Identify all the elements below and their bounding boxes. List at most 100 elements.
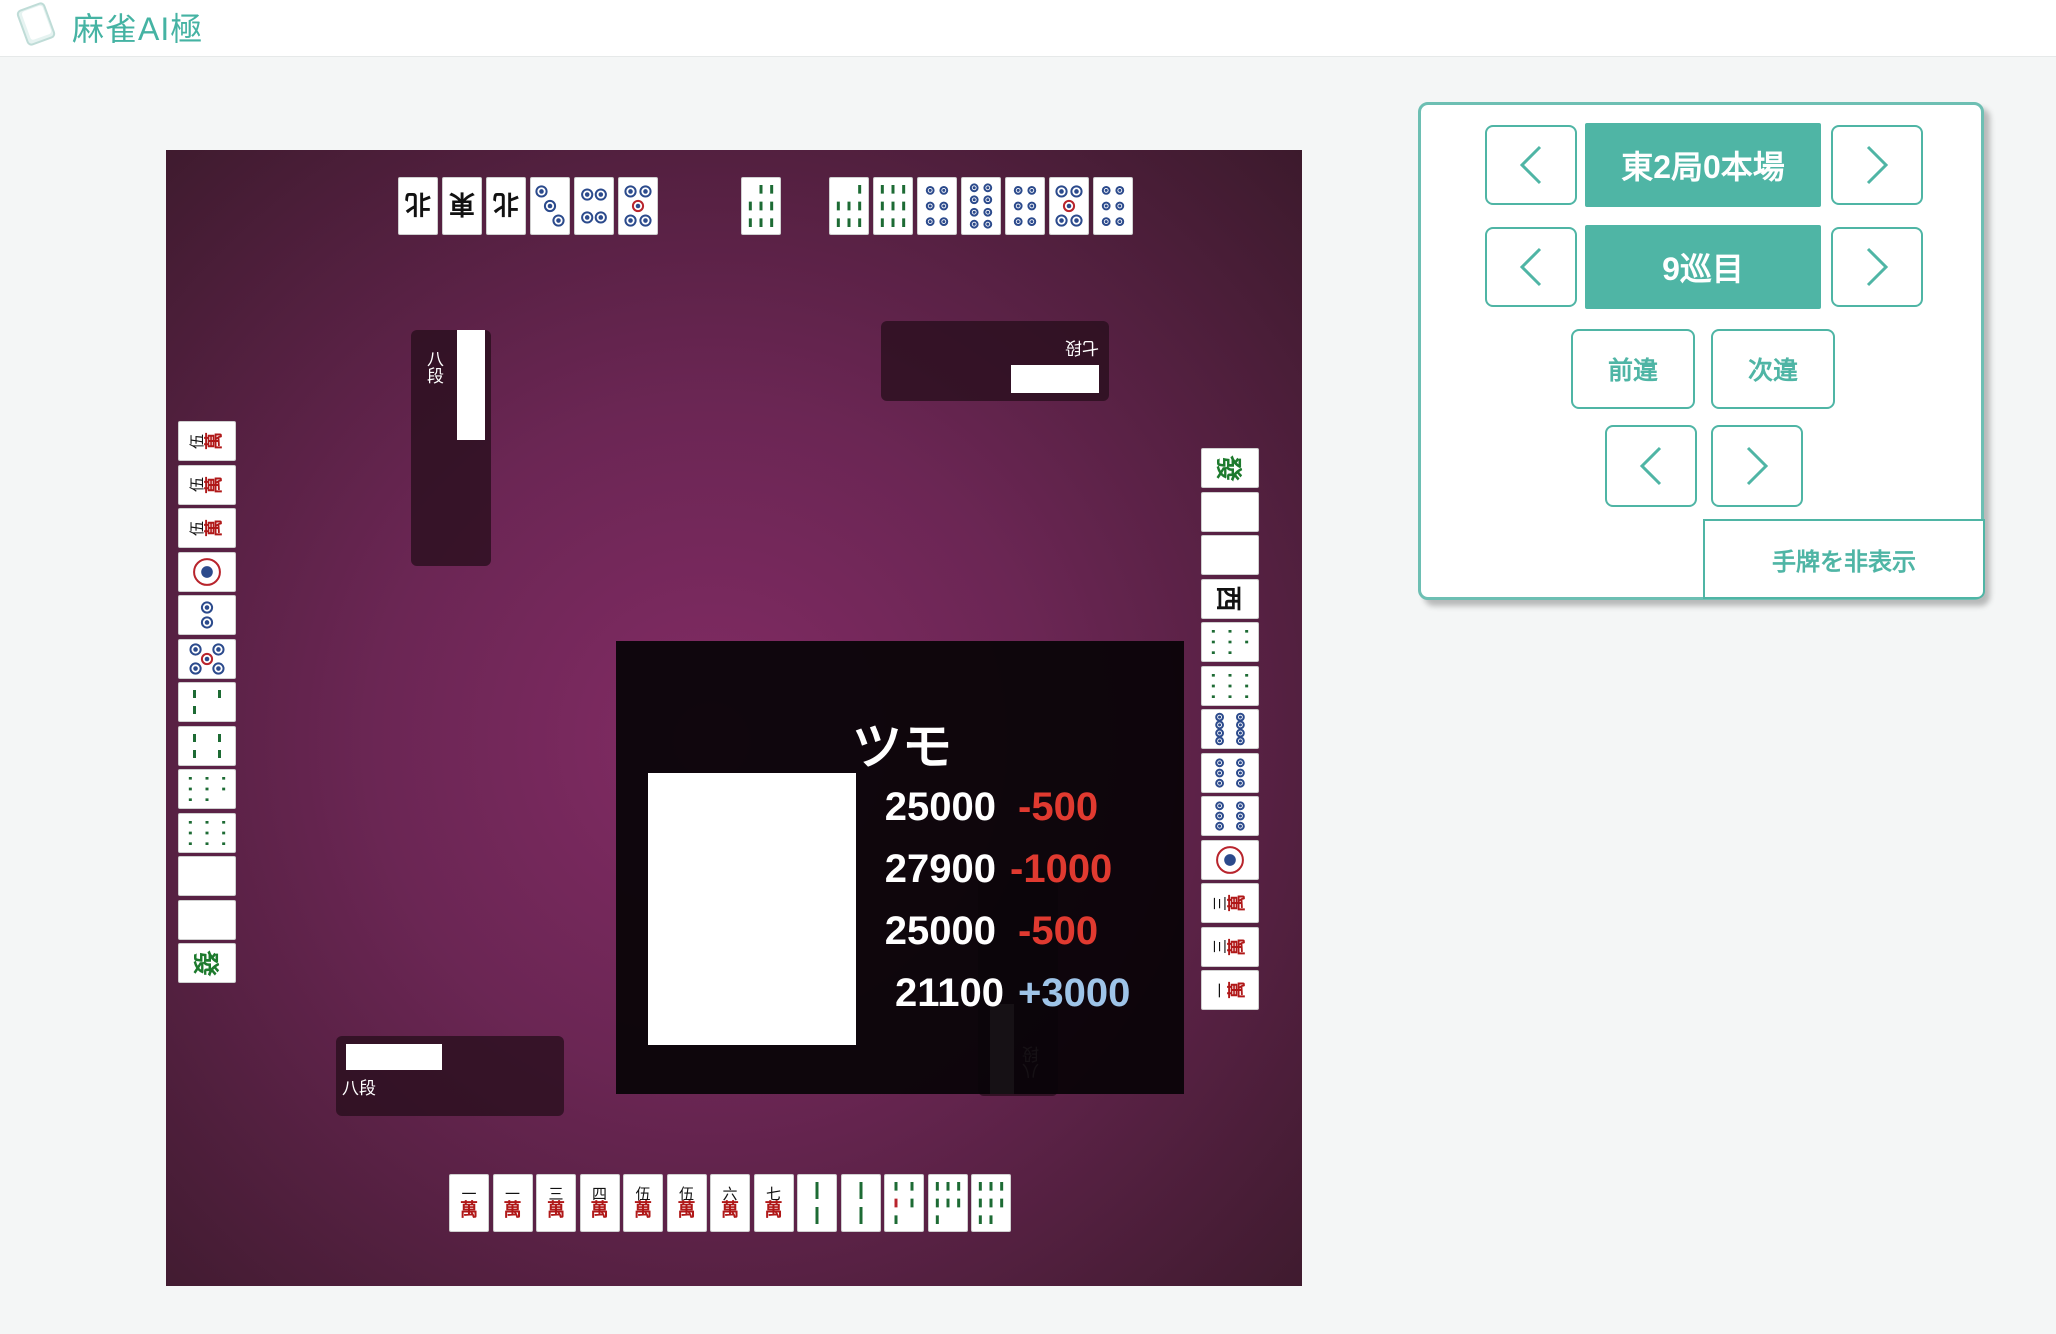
1p-tile — [178, 551, 236, 592]
prev-turn-button[interactable] — [1485, 227, 1577, 307]
sou-bamboo-icon — [748, 185, 774, 227]
7s-tile — [927, 1174, 968, 1232]
app-title[interactable]: 麻雀AI極 — [72, 11, 204, 47]
5p-tile — [178, 638, 236, 679]
sou-bamboo-icon — [1211, 630, 1249, 654]
west-tile: 西 — [1201, 578, 1259, 619]
player-plate-top: 七段 — [881, 321, 1109, 401]
5m-tile: 伍萬 — [178, 464, 236, 505]
7m-tile: 七萬 — [753, 1174, 794, 1232]
7s-tile — [829, 177, 869, 235]
6p-tile — [1005, 177, 1045, 235]
prev-step-button[interactable] — [1605, 425, 1697, 507]
4p-tile — [574, 177, 614, 235]
pin-circles-icon — [969, 183, 993, 229]
8s-tile — [1201, 622, 1259, 662]
man-number-glyph: 伍 — [678, 1184, 694, 1203]
man-kanji-glyph: 萬 — [721, 1199, 739, 1221]
blank-tile — [178, 856, 236, 896]
9s-tile — [873, 177, 913, 235]
chevron-left-icon — [1519, 145, 1542, 185]
1m-tile: 一萬 — [449, 1174, 489, 1232]
2s-tile — [840, 1174, 881, 1232]
pin-circles-icon — [925, 186, 949, 227]
man-kanji-glyph: 萬 — [590, 1199, 609, 1221]
8s-tile — [741, 177, 781, 235]
sou-bamboo-icon — [188, 820, 226, 845]
green-tile: 發 — [1201, 448, 1259, 488]
sou-bamboo-icon — [978, 1182, 1004, 1224]
9s-tile — [1201, 665, 1259, 706]
next-round-button[interactable] — [1831, 125, 1923, 205]
score-delta: -1000 — [1010, 847, 1113, 891]
6p-tile — [1201, 752, 1259, 793]
man-number-glyph: 一 — [504, 1184, 520, 1203]
sou-bamboo-icon — [935, 1182, 960, 1224]
score-delta: -500 — [1018, 785, 1099, 829]
5m-tile: 伍萬 — [623, 1174, 663, 1232]
3m-tile: 三萬 — [1201, 883, 1259, 923]
man-kanji-glyph: 萬 — [203, 475, 225, 494]
pin-circles-icon — [1013, 186, 1037, 227]
header: 麻雀AI極 — [0, 0, 2056, 57]
hide-hand-button[interactable]: 手牌を非表示 — [1703, 519, 1985, 599]
round-label: 東2局0本場 — [1585, 123, 1821, 207]
chevron-left-icon — [1639, 446, 1662, 486]
score-points: 25000 — [884, 909, 996, 953]
prev-round-button[interactable] — [1485, 125, 1577, 205]
next-step-button[interactable] — [1711, 425, 1803, 507]
green-honor-glyph: 發 — [1212, 454, 1243, 482]
pin-circles-icon — [624, 185, 652, 227]
next-mistake-button[interactable]: 次違 — [1711, 329, 1835, 409]
west-honor-glyph: 西 — [1212, 585, 1243, 612]
chevron-left-icon — [1519, 247, 1542, 287]
man-number-glyph: 六 — [722, 1184, 738, 1203]
6p-tile — [917, 177, 957, 235]
pin-circles-icon — [1215, 801, 1245, 831]
2s-tile — [797, 1174, 837, 1232]
man-kanji-glyph: 萬 — [764, 1199, 783, 1221]
sou-bamboo-icon — [1211, 673, 1249, 698]
6p-tile — [1093, 177, 1133, 235]
player-plate-bottom: 八段 — [336, 1036, 564, 1116]
score-row: 27900-1000 — [866, 847, 1113, 892]
sou-bamboo-icon — [188, 777, 226, 801]
east-honor-glyph: 東 — [449, 188, 476, 219]
5m-tile: 伍萬 — [178, 421, 236, 461]
man-kanji-glyph: 萬 — [1226, 981, 1248, 999]
pin-circles-icon — [189, 642, 225, 675]
3p-tile — [530, 177, 570, 235]
player-name-bottom — [346, 1044, 442, 1070]
prev-mistake-button[interactable]: 前違 — [1571, 329, 1695, 409]
player-rank-top: 七段 — [1065, 338, 1099, 357]
next-turn-button[interactable] — [1831, 227, 1923, 307]
man-number-glyph: 伍 — [635, 1184, 651, 1203]
score-row: 25000-500 — [866, 785, 1098, 830]
player-rank-bottom: 八段 — [342, 1079, 376, 1098]
green-honor-glyph: 發 — [189, 949, 220, 977]
player-rank-left: 八段 — [424, 350, 443, 384]
player-name-left — [457, 330, 485, 440]
score-delta: +3000 — [1018, 971, 1131, 1015]
1m-tile: 一萬 — [1201, 970, 1259, 1010]
sou-bamboo-icon — [193, 733, 221, 758]
score-row: 25000-500 — [866, 909, 1098, 954]
north-honor-glyph: 北 — [493, 188, 520, 219]
tile-logo-icon[interactable] — [14, 2, 60, 46]
sou-bamboo-icon — [193, 690, 221, 714]
man-kanji-glyph: 萬 — [203, 432, 225, 450]
2p-tile — [178, 595, 236, 635]
3m-tile: 三萬 — [1201, 926, 1259, 967]
sou-bamboo-icon — [815, 1182, 819, 1224]
north-tile: 北 — [398, 177, 438, 235]
mahjong-board: 七段 八段 八段 八段 ツモ 25000-500 27900-1000 2500… — [166, 150, 1302, 1286]
4s-tile — [178, 725, 236, 766]
player-plate-left: 八段 — [411, 330, 491, 566]
man-number-glyph: 三 — [548, 1184, 564, 1203]
3m-tile: 三萬 — [536, 1174, 576, 1232]
chevron-right-icon — [1866, 247, 1889, 287]
sou-bamboo-icon — [836, 185, 862, 227]
man-kanji-glyph: 萬 — [1226, 937, 1248, 956]
chevron-right-icon — [1746, 446, 1769, 486]
1p-tile — [1201, 839, 1259, 880]
